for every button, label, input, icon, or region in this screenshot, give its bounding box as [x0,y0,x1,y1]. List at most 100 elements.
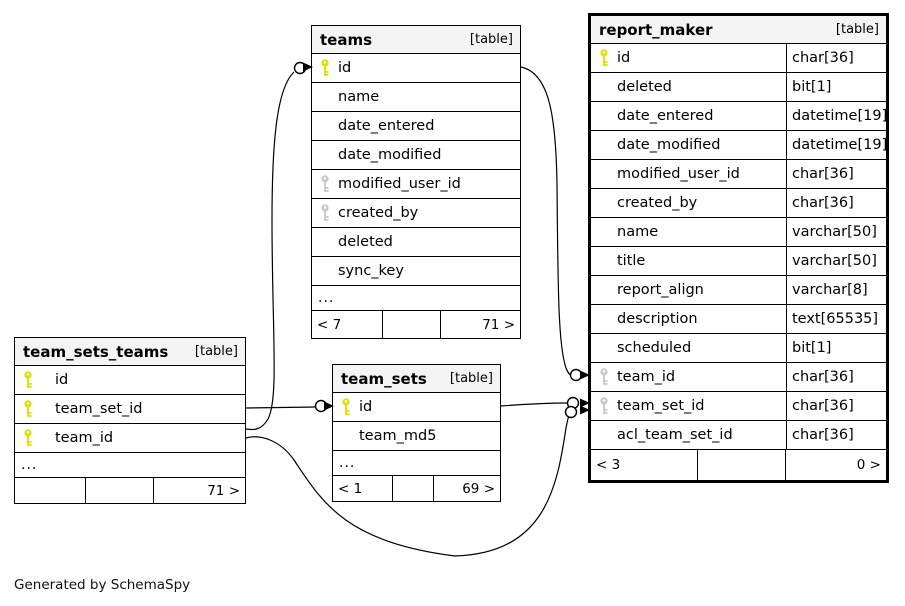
column-row-id[interactable]: id [15,366,245,395]
column-type: char[36] [786,189,886,217]
column-name: acl_team_set_id [617,427,733,443]
column-type: char[36] [786,392,886,420]
column-name: created_by [338,205,419,221]
column-name: modified_user_id [617,166,740,182]
column-row-modified_user_id[interactable]: modified_user_id [312,170,520,199]
column-name: title [617,253,646,269]
column-row-date_modified[interactable]: date_modified [312,141,520,170]
footer-middle-cell [383,311,441,338]
column-type: text[65535] [786,305,886,333]
column-row-report_align[interactable]: report_align varchar[8] [591,276,886,305]
column-name: id [359,399,373,415]
table-tag: [table] [835,22,879,37]
footer-right-count: 69 > [462,480,495,497]
footer-left-count: < 3 [591,450,698,480]
column-row-created_by[interactable]: created_by [312,199,520,228]
column-name: id [338,60,352,76]
footer-right-count: 71 > [482,316,515,333]
column-name: date_entered [338,118,435,134]
column-row-acl_team_set_id[interactable]: acl_team_set_id char[36] [591,421,886,450]
footer-left-count [15,478,86,503]
column-type: char[36] [786,44,886,72]
column-row-id[interactable]: id [312,54,520,83]
more-columns-ellipsis: ... [15,453,245,478]
column-type: char[36] [786,363,886,391]
primary-key-icon [24,371,32,388]
column-name: id [55,372,69,388]
table-title[interactable]: team_sets [341,369,427,388]
table-title[interactable]: report_maker [599,20,713,39]
table-footer: 71 > [15,478,245,503]
column-name: modified_user_id [338,176,461,192]
table-title[interactable]: team_sets_teams [23,342,169,361]
column-row-id[interactable]: id char[36] [591,44,886,73]
column-name: name [617,224,659,240]
table-header: teams [table] [312,26,520,54]
foreign-key-icon [600,397,608,414]
edge-terminator-circle [566,396,580,410]
generated-by-note: Generated by SchemaSpy [14,577,191,593]
foreign-key-icon [600,368,608,385]
column-type: char[36] [786,421,886,449]
column-row-date_entered[interactable]: date_entered [312,112,520,141]
table-title[interactable]: teams [320,30,373,49]
column-type: varchar[8] [786,276,886,304]
column-row-name[interactable]: name [312,83,520,112]
column-type: datetime[19] [786,131,887,159]
more-columns-ellipsis: ... [333,451,500,476]
column-row-team_id[interactable]: team_id [15,424,245,453]
table-header: report_maker [table] [591,16,886,44]
column-name: report_align [617,282,704,298]
table-tag: [table] [194,344,238,359]
foreign-key-icon [321,204,329,221]
column-name: date_modified [338,147,442,163]
column-row-date_modified[interactable]: date_modified datetime[19] [591,131,887,160]
table-footer: < 7 71 > [312,311,520,338]
edge-terminator-circle [293,61,307,75]
primary-key-icon [600,49,608,66]
column-row-team_set_id[interactable]: team_set_id [15,395,245,424]
primary-key-icon [24,400,32,417]
column-row-team_md5[interactable]: team_md5 [333,422,500,451]
column-row-sync_key[interactable]: sync_key [312,257,520,286]
column-row-team_id[interactable]: team_id char[36] [591,363,886,392]
column-name: scheduled [617,340,692,356]
column-row-deleted[interactable]: deleted [312,228,520,257]
column-name: team_id [617,369,676,385]
primary-key-icon [24,429,32,446]
footer-right-count: 71 > [207,482,240,499]
column-type: datetime[19] [786,102,887,130]
edge-terminator-circle [314,399,328,413]
relationship-edge [245,71,295,431]
primary-key-icon [342,398,350,415]
primary-key-icon [321,59,329,76]
column-name: id [617,50,631,66]
relationship-edge [500,402,568,407]
column-name: deleted [338,234,393,250]
edge-terminator-circle [564,405,578,419]
footer-left-count: < 7 [312,311,383,338]
footer-middle-cell [698,450,786,480]
column-row-id[interactable]: id [333,393,500,422]
table-tag: [table] [449,371,493,386]
table-footer: < 3 0 > [591,450,886,480]
table-teams[interactable]: teams [table] id name date_entered date_modif… [311,25,521,339]
footer-right-count: 0 > [856,457,881,473]
table-header: team_sets_teams [table] [15,338,245,366]
table-tag: [table] [469,32,513,47]
column-name: date_modified [617,137,721,153]
edge-terminator-circle [569,368,583,382]
